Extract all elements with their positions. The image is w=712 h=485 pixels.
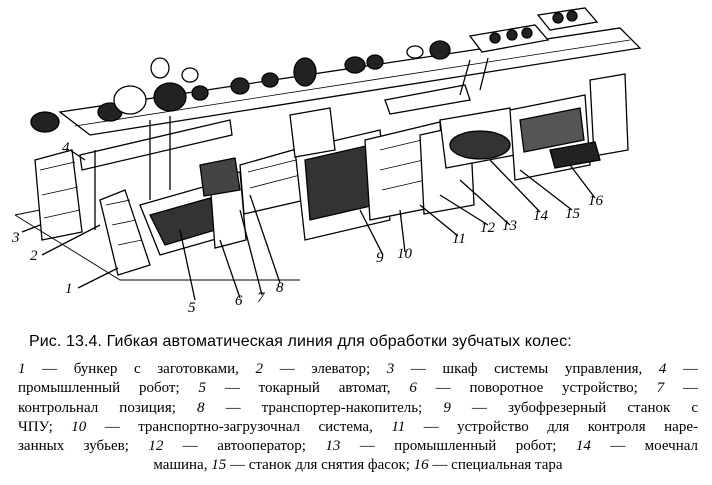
callout-11: 11 [452, 231, 466, 247]
legend-item-number: 11 [391, 418, 406, 435]
legend-item-text: — зубофрезерный станок с [450, 399, 698, 416]
callout-14: 14 [533, 208, 549, 224]
legend-item-text: — автооператор; [163, 438, 326, 455]
callout-9: 9 [376, 250, 384, 266]
callout-1: 1 [65, 281, 73, 297]
legend-item-text: — промышленный робот; [340, 438, 576, 455]
legend-line: промышленный робот; 5 — токарный автомат… [18, 379, 698, 398]
legend-item-number: 8 [196, 399, 205, 416]
legend-item-text: — бункер с заготовками, [25, 361, 256, 377]
legend-item-number: 4 [658, 361, 667, 377]
legend-line: 1 — бункер с заготовками, 2 — элеватор; … [18, 360, 698, 379]
legend-item-text: машина, [153, 457, 212, 474]
legend-item-number: 14 [575, 438, 591, 455]
legend-item-number: 10 [71, 418, 87, 435]
callout-4: 4 [62, 140, 70, 156]
callout-5: 5 [188, 300, 196, 316]
legend-line: ЧПУ; 10 — транспортно-загрузочнал систем… [18, 418, 698, 437]
legend-item-number: 13 [325, 438, 341, 455]
legend-item-text: ЧПУ; [18, 418, 72, 435]
callout-16: 16 [588, 193, 604, 209]
legend-item-text: — [666, 361, 699, 377]
legend-item-number: 7 [656, 380, 665, 397]
legend-item-text: занных зубьев; [18, 438, 149, 455]
legend-item-text: — специальная тара [428, 457, 563, 474]
legend-item-number: 9 [443, 399, 451, 416]
legend-item-text: — поворотное устройство; [416, 380, 657, 397]
legend-item-text: — транспортер-накопитель; [204, 399, 444, 416]
legend-item-number: 1 [18, 361, 26, 377]
callout-12: 12 [480, 220, 496, 236]
legend-item-number: 6 [409, 380, 417, 397]
legend-item-text: — элеватор; [262, 361, 387, 377]
legend-item-number: 12 [148, 438, 164, 455]
legend-item-number: 16 [413, 457, 429, 474]
callout-3: 3 [11, 230, 20, 246]
legend-item-text: — токарный автомат, [206, 380, 410, 397]
callout-13: 13 [502, 218, 517, 234]
figure-caption-title: Рис. 13.4. Гибкая автоматическая линия д… [29, 333, 572, 350]
callout-6: 6 [235, 293, 243, 309]
legend-item-text: промышленный робот; [18, 380, 199, 397]
legend-line: контрольнал позиция; 8 — транспортер-нак… [18, 399, 698, 418]
legend-line: занных зубьев; 12 — автооператор; 13 — п… [18, 437, 698, 456]
legend-item-number: 5 [198, 380, 207, 397]
legend-item-number: 3 [386, 361, 395, 377]
legend-line: машина, 15 — станок для снятия фасок; 16… [18, 456, 698, 475]
figure-legend: 1 — бункер с заготовками, 2 — элеватор; … [18, 360, 698, 476]
legend-item-number: 2 [255, 361, 263, 377]
callout-8: 8 [276, 280, 284, 296]
legend-item-text: контрольнал позиция; [18, 399, 197, 416]
legend-item-text: — шкаф системы управления, [394, 361, 659, 377]
callout-7: 7 [257, 290, 266, 306]
callout-2: 2 [30, 248, 38, 264]
production-line-illustration: 1 2 3 4 5 6 7 8 9 10 11 12 13 14 15 16 [11, 7, 642, 316]
callout-15: 15 [565, 206, 581, 222]
legend-item-text: — транспортно-загрузочнал система, [86, 418, 392, 435]
legend-item-text: — устройство для контроля наре- [405, 418, 698, 435]
legend-item-text: — моечнал [590, 438, 698, 455]
legend-item-text: — станок для снятия фасок; [226, 457, 414, 474]
legend-item-number: 15 [211, 457, 227, 474]
legend-item-text: — [664, 380, 699, 397]
callout-10: 10 [397, 246, 413, 262]
